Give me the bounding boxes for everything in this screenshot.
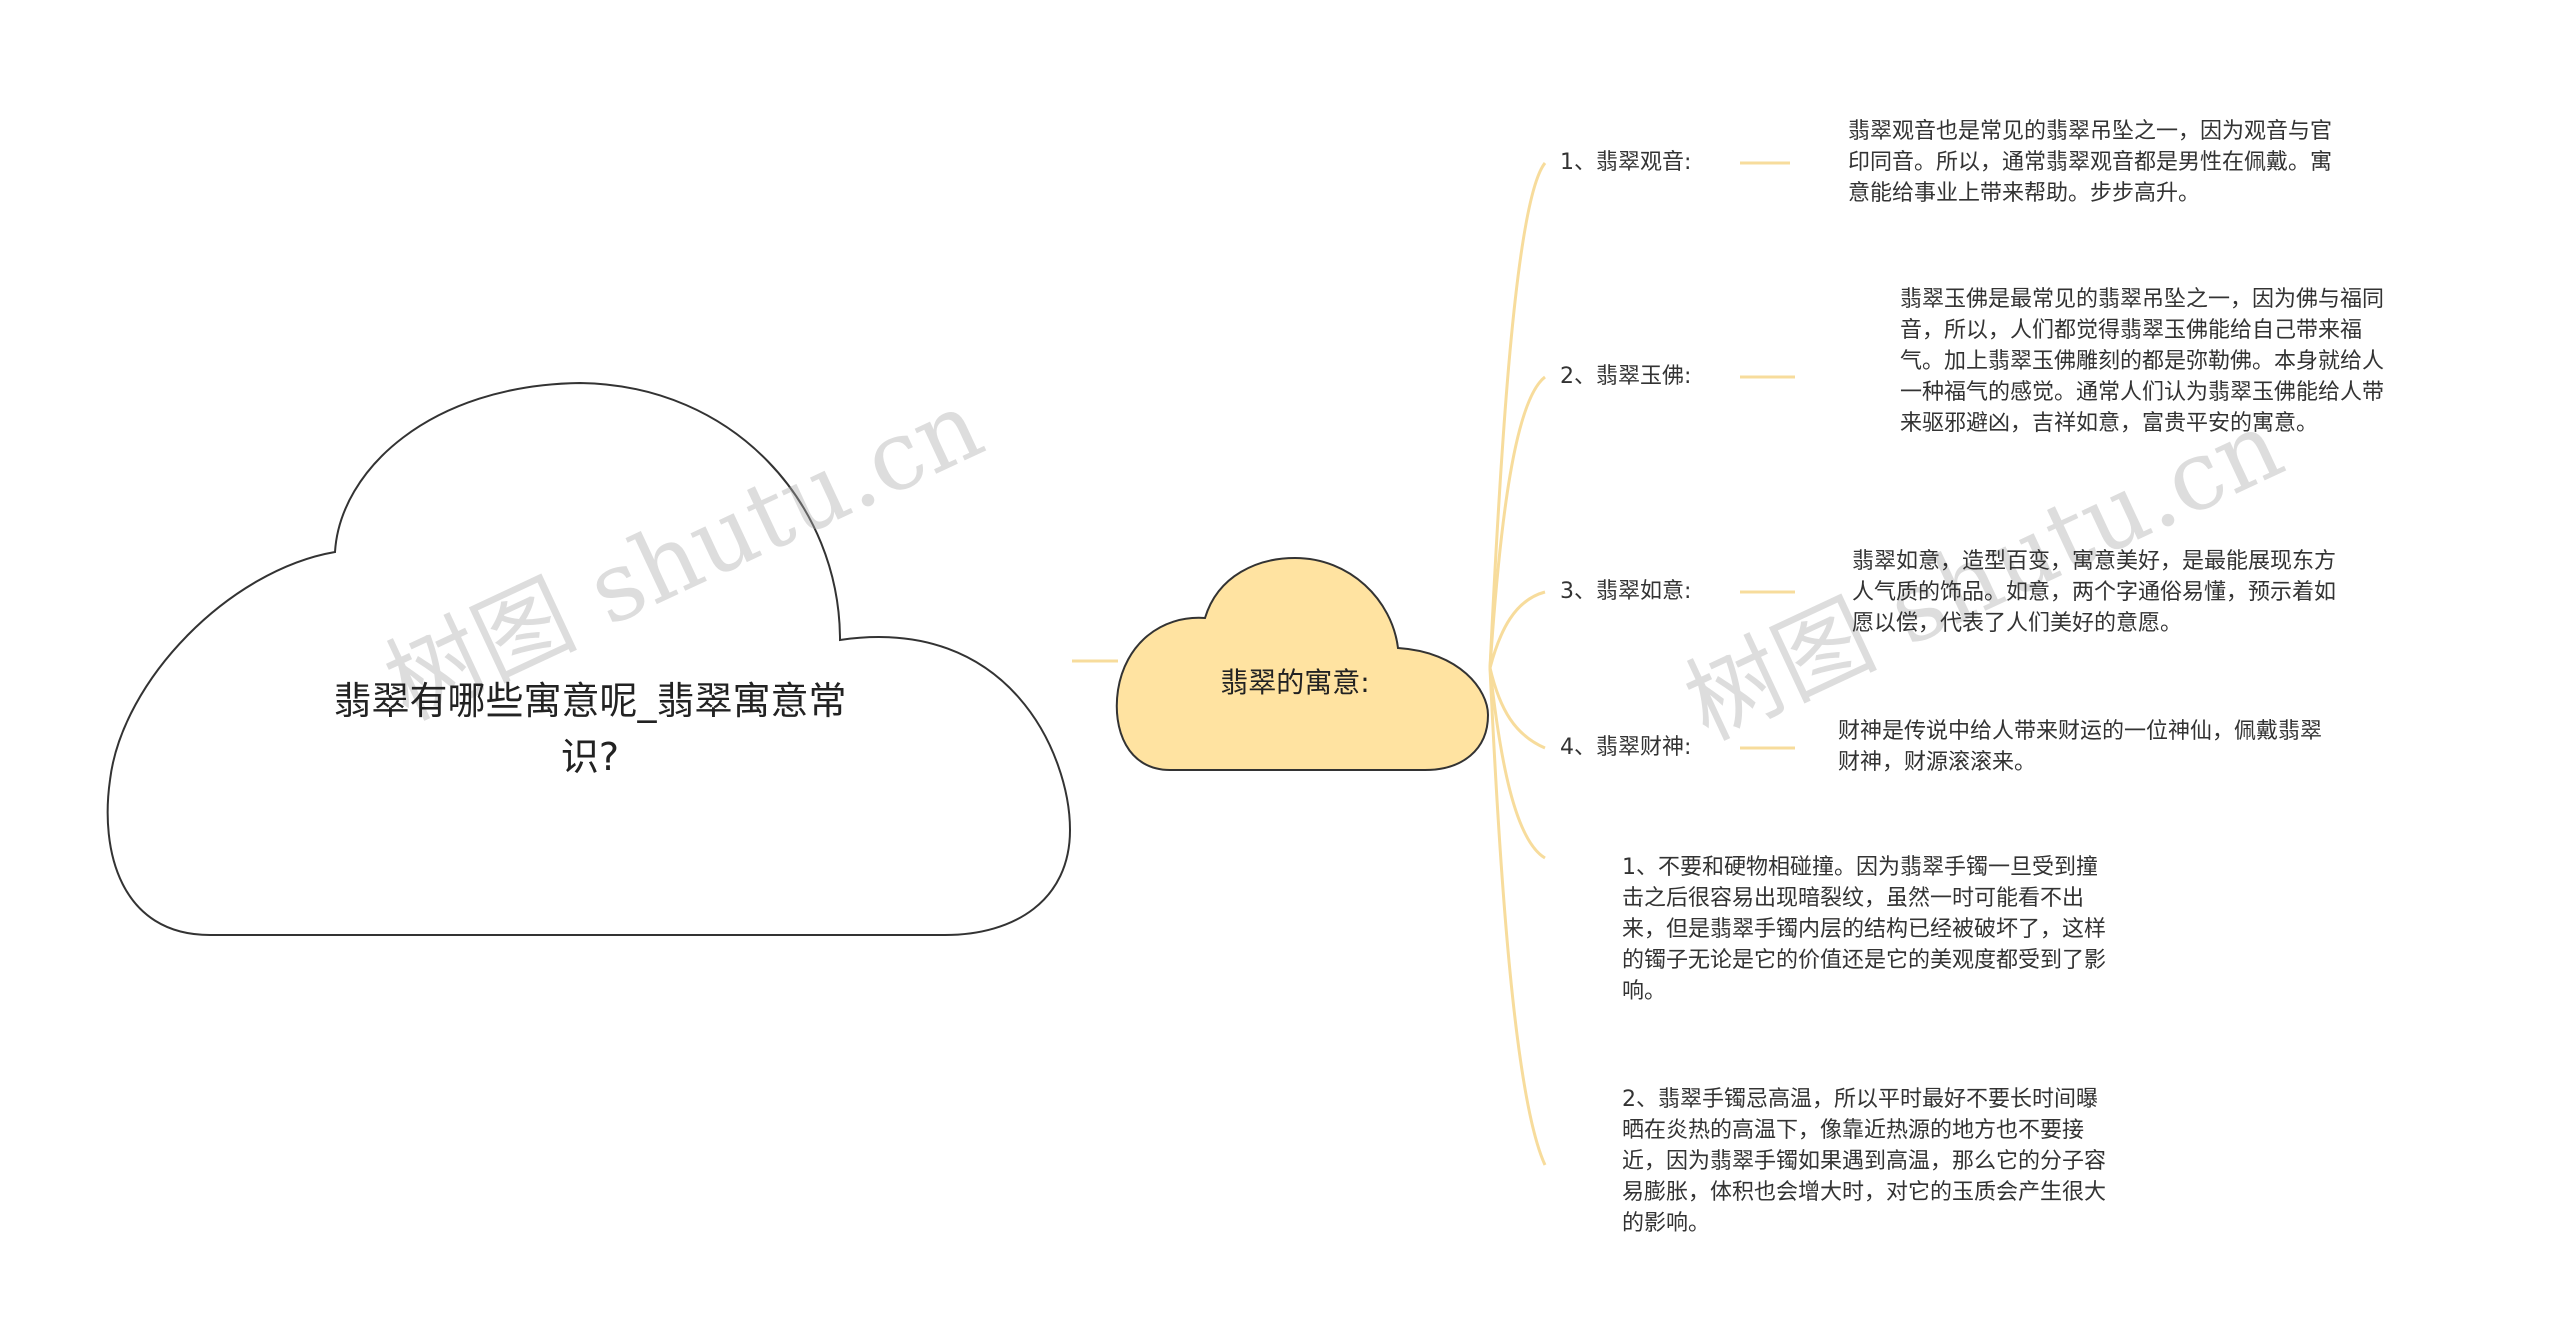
root-topic-title[interactable]: 翡翠有哪些寓意呢_翡翠寓意常识? (333, 679, 847, 779)
branch-text-yufo[interactable]: 翡翠玉佛是最常见的翡翠吊坠之一，因为佛与福同音，所以，人们都觉得翡翠玉佛能给自己… (1900, 287, 2385, 436)
note-no-collision[interactable]: 1、不要和硬物相碰撞。因为翡翠手镯一旦受到撞击之后很容易出现暗裂纹，虽然一时可能… (1622, 855, 2107, 1004)
branch-label-ruyi[interactable]: 3、翡翠如意: (1560, 579, 1692, 604)
branch-text-guanyin[interactable]: 翡翠观音也是常见的翡翠吊坠之一，因为观音与官印同音。所以，通常翡翠观音都是男性在… (1848, 119, 2333, 206)
leaf-connectors (1740, 161, 1795, 750)
branch-connectors (1488, 162, 1547, 1166)
branch-text-caishen[interactable]: 财神是传说中给人带来财运的一位神仙，佩戴翡翠财神，财源滚滚来。 (1838, 719, 2323, 775)
note-avoid-heat[interactable]: 2、翡翠手镯忌高温，所以平时最好不要长时间曝晒在炎热的高温下，像靠近热源的地方也… (1622, 1087, 2107, 1236)
root-cloud-shape (106, 381, 1072, 936)
branch-label-guanyin[interactable]: 1、翡翠观音: (1560, 150, 1692, 175)
branch-text-ruyi[interactable]: 翡翠如意，造型百变，寓意美好，是最能展现东方人气质的饰品。如意，两个字通俗易懂，… (1852, 549, 2337, 636)
center-topic-title[interactable]: 翡翠的寓意: (1220, 666, 1370, 699)
center-cloud-shape (1115, 556, 1490, 771)
branch-label-caishen[interactable]: 4、翡翠财神: (1560, 735, 1692, 760)
branch-label-yufo[interactable]: 2、翡翠玉佛: (1560, 364, 1692, 389)
